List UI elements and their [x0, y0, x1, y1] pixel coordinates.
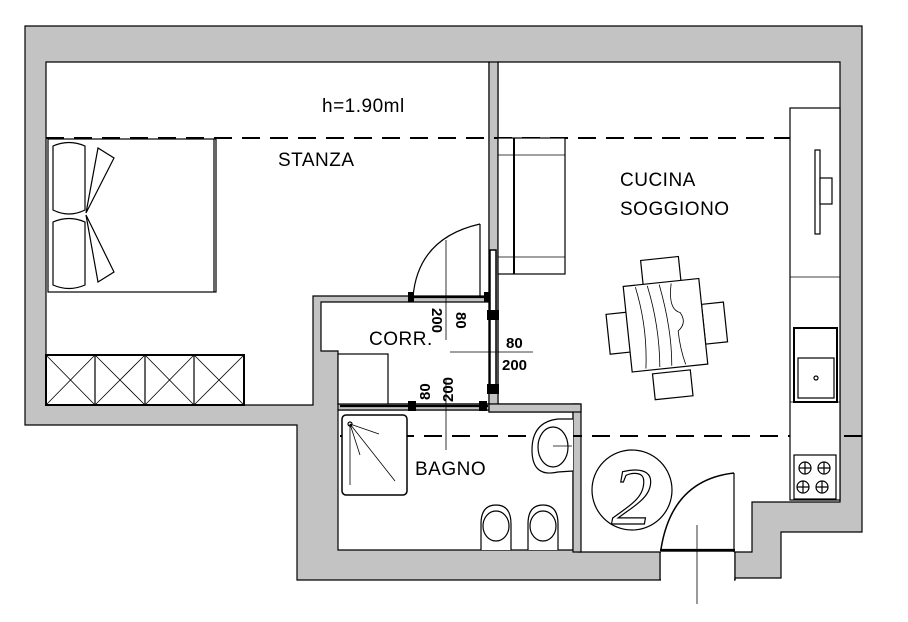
bedroom-door[interactable] — [408, 223, 490, 302]
wardrobe — [45, 354, 245, 406]
room-label-living: SOGGIONO — [620, 199, 730, 220]
kitchen-counter — [789, 107, 841, 501]
entrance-marker: 2 — [591, 449, 673, 543]
bidet — [527, 504, 559, 550]
double-bed — [47, 138, 217, 293]
bathroom-kitchen-wall — [572, 403, 582, 553]
bathroom-door-height: 200 — [440, 377, 457, 402]
stove-burners-icon — [796, 461, 831, 494]
bathroom-top-wall — [488, 403, 582, 413]
bedroom-door-width: 80 — [452, 312, 469, 329]
living-door-width: 80 — [506, 335, 523, 352]
living-door-height: 200 — [502, 357, 527, 374]
bathroom-door-width: 80 — [417, 383, 434, 400]
living-door[interactable] — [487, 249, 499, 394]
room-label-bedroom: STANZA — [278, 150, 355, 171]
corridor-cabinet — [337, 353, 389, 405]
toilet — [480, 504, 512, 550]
entrance-number: 2 — [612, 451, 653, 542]
sofa — [497, 137, 566, 275]
entrance-opening — [661, 552, 734, 582]
room-label-corridor: CORR. — [369, 329, 433, 350]
room-label-bathroom: BAGNO — [415, 459, 486, 480]
ceiling-height-note: h=1.90ml — [322, 96, 405, 117]
bathroom-sink — [531, 418, 574, 474]
shower — [341, 414, 408, 496]
bedroom-door-height: 200 — [428, 308, 445, 333]
bathroom-door[interactable] — [340, 401, 488, 411]
room-label-kitchen: CUCINA — [620, 170, 696, 191]
entrance-door[interactable] — [660, 472, 735, 604]
dining-table — [605, 255, 729, 401]
